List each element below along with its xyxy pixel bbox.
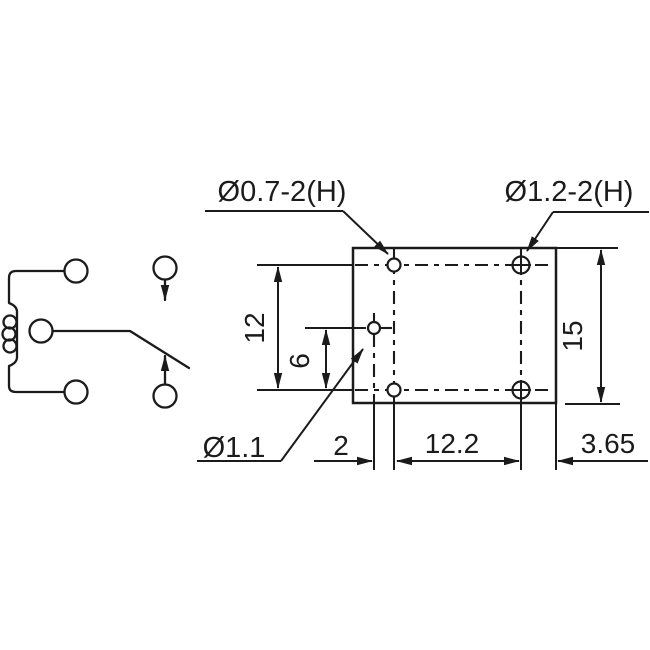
leader-hole-07-arrow	[342, 210, 389, 255]
pin-common	[28, 318, 54, 344]
pin-coil-top	[63, 258, 89, 284]
hole-middle	[366, 320, 382, 336]
contact-arm	[51, 329, 191, 370]
coil-wire	[7, 269, 66, 394]
coil-loop	[2, 338, 18, 354]
hole-small-bottom-left	[386, 382, 402, 398]
dim-text-2: 2	[333, 430, 349, 461]
dim-text-6: 6	[284, 353, 315, 369]
dim-text-3-65: 3.65	[581, 428, 636, 459]
dimensioning	[197, 210, 649, 470]
leader-hole-12-arrow	[526, 211, 554, 252]
relay-body-outline	[351, 246, 558, 405]
annotations: Ø0.7-2(H) Ø1.2-2(H) Ø1.1 12 6 15 2 12.2 …	[203, 176, 636, 464]
relay-schematic-symbol	[1, 255, 191, 409]
pin-coil-bottom	[63, 379, 89, 405]
footprint-view	[351, 246, 558, 405]
label-hole-diameter-1-1: Ø1.1	[203, 432, 266, 464]
dim-text-15: 15	[557, 320, 588, 351]
pin-contact-nc	[152, 255, 178, 281]
label-hole-diameter-0-7: Ø0.7-2(H)	[218, 176, 347, 208]
leader-hole-11-arrow	[280, 348, 364, 462]
dim-text-12: 12	[239, 312, 270, 343]
label-hole-diameter-1-2: Ø1.2-2(H)	[505, 176, 634, 208]
hole-small-top-left	[386, 257, 402, 273]
pin-contact-no	[152, 383, 178, 409]
dim-text-12-2: 12.2	[425, 428, 480, 459]
